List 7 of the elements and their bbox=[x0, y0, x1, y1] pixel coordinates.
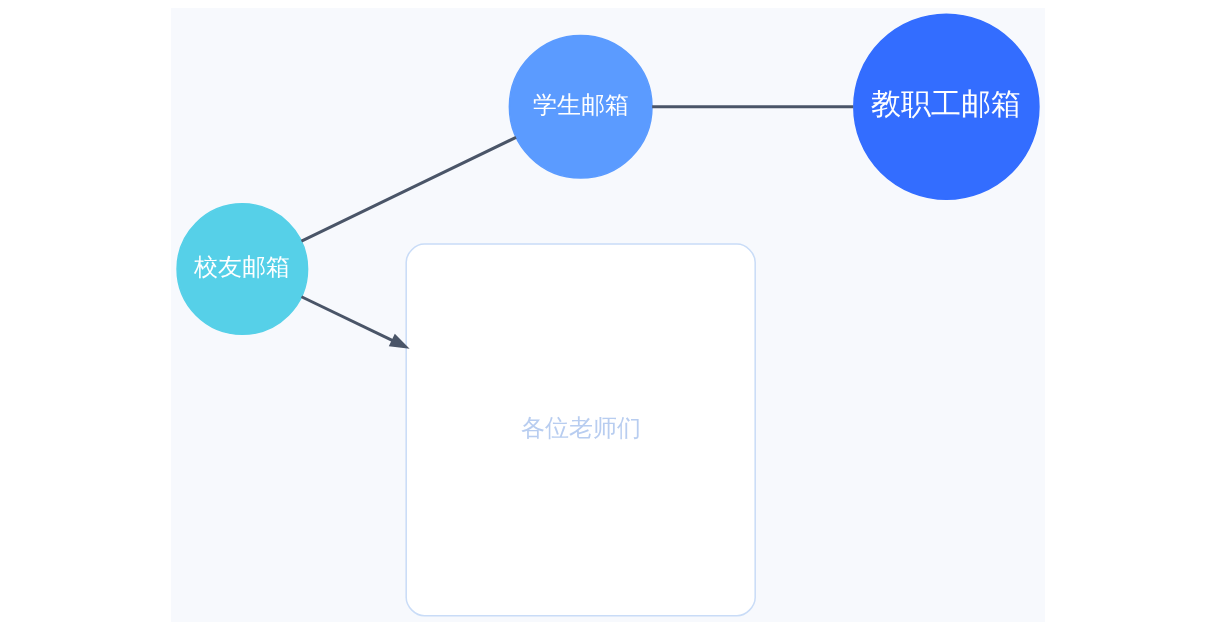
node-circle: 教职工邮箱 bbox=[853, 13, 1040, 201]
node-circle: 学生邮箱 bbox=[508, 34, 653, 179]
node-circle: 校友邮箱 bbox=[176, 203, 309, 336]
node-box: 各位老师们 bbox=[405, 243, 756, 617]
arrow bbox=[300, 295, 410, 349]
connector bbox=[652, 105, 854, 109]
connector bbox=[300, 135, 517, 243]
